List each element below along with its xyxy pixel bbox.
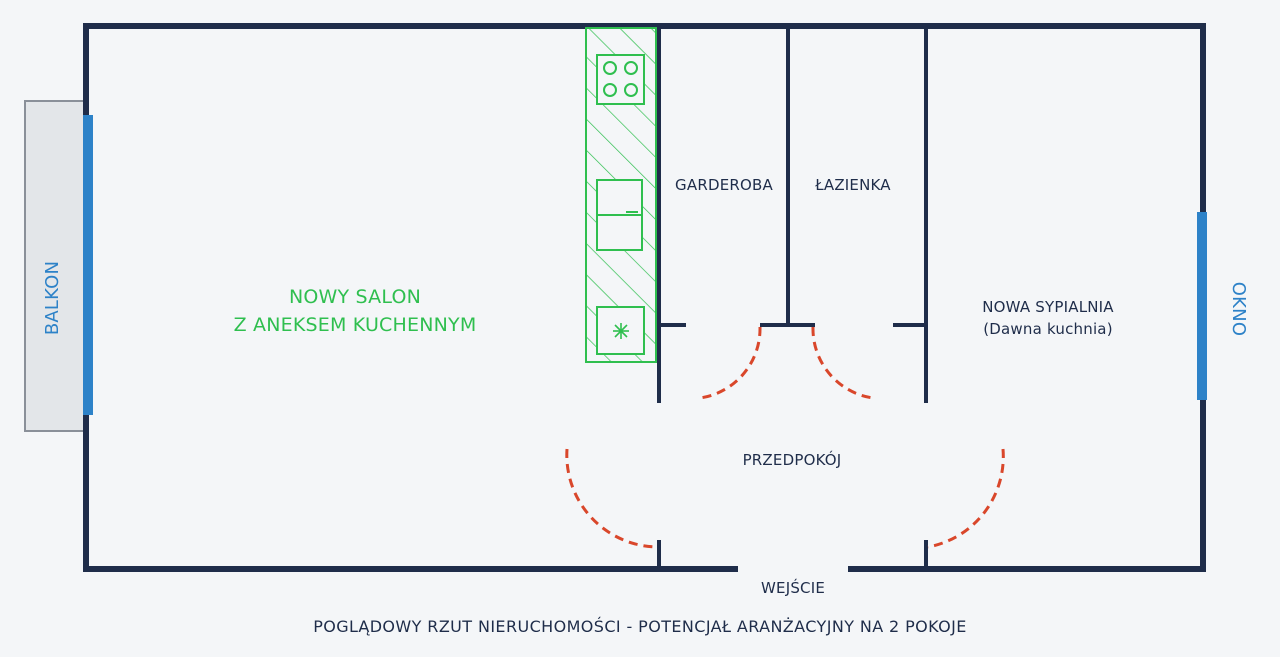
kitchen-counter bbox=[585, 27, 657, 363]
interior-walls bbox=[657, 26, 928, 567]
sypialnia-label-line2: (Dawna kuchnia) bbox=[983, 320, 1113, 338]
garderoba-label: GARDEROBA bbox=[675, 176, 773, 194]
okno-window bbox=[1197, 212, 1207, 400]
przedpokoj-label: PRZEDPOKÓJ bbox=[742, 451, 842, 469]
wejscie-label: WEJŚCIE bbox=[760, 579, 826, 597]
balcony bbox=[24, 100, 86, 432]
sypialnia-label: NOWA SYPIALNIA (Dawna kuchnia) bbox=[958, 296, 1138, 340]
salon-label-line1: NOWY SALON bbox=[288, 286, 422, 308]
salon-label-line2: Z ANEKSEM KUCHENNYM bbox=[233, 314, 477, 336]
balkon-label: BALKON bbox=[42, 260, 63, 336]
salon-label: NOWY SALON Z ANEKSEM KUCHENNYM bbox=[205, 283, 505, 339]
fridge-icon bbox=[596, 306, 645, 355]
cooktop-icon bbox=[596, 54, 645, 105]
okno-label: OKNO bbox=[1228, 281, 1249, 337]
lazienka-label: ŁAZIENKA bbox=[815, 176, 891, 194]
balcony-window bbox=[83, 115, 93, 415]
sink-icon bbox=[596, 179, 643, 251]
door-swings bbox=[565, 326, 1005, 549]
sypialnia-label-line1: NOWA SYPIALNIA bbox=[982, 298, 1114, 316]
plan-caption: POGLĄDOWY RZUT NIERUCHOMOŚCI - POTENCJAŁ… bbox=[313, 617, 967, 636]
